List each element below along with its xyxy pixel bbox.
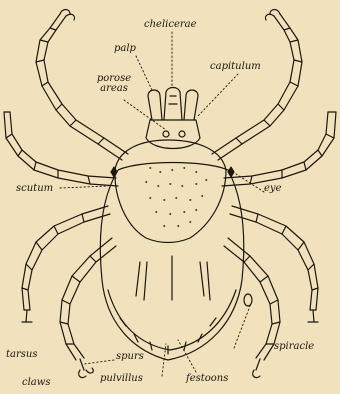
label-palp: palp	[114, 44, 136, 54]
porose-area-right	[179, 131, 185, 137]
leg-2-right	[222, 112, 336, 186]
label-porose-areas: porose areas	[92, 74, 136, 94]
leg-1-right	[212, 14, 302, 160]
claws-left	[79, 359, 94, 378]
eye-right	[228, 167, 234, 177]
spiracle-shape	[244, 294, 252, 306]
leg-3-left	[22, 206, 110, 310]
palp-left	[148, 90, 162, 120]
label-pulvillus: pulvillus	[100, 374, 143, 384]
scutum-punctations	[146, 168, 207, 226]
label-spurs: spurs	[116, 352, 144, 362]
porose-area-left	[163, 131, 169, 137]
label-eye: eye	[264, 184, 282, 194]
scutum-outline	[115, 140, 226, 243]
leg-4-left	[60, 238, 116, 360]
capitulum-base	[146, 120, 200, 149]
leg-2-left	[4, 112, 118, 186]
eye-left	[111, 167, 117, 177]
label-scutum: scutum	[16, 184, 53, 194]
label-capitulum: capitulum	[210, 62, 261, 72]
palp-right	[184, 90, 198, 120]
label-chelicerae: chelicerae	[144, 20, 197, 30]
label-festoons: festoons	[186, 374, 228, 384]
label-spiracle: spiracle	[274, 342, 314, 352]
leader-lines	[60, 32, 264, 376]
label-claws: claws	[22, 378, 50, 388]
label-tarsus: tarsus	[6, 350, 37, 360]
